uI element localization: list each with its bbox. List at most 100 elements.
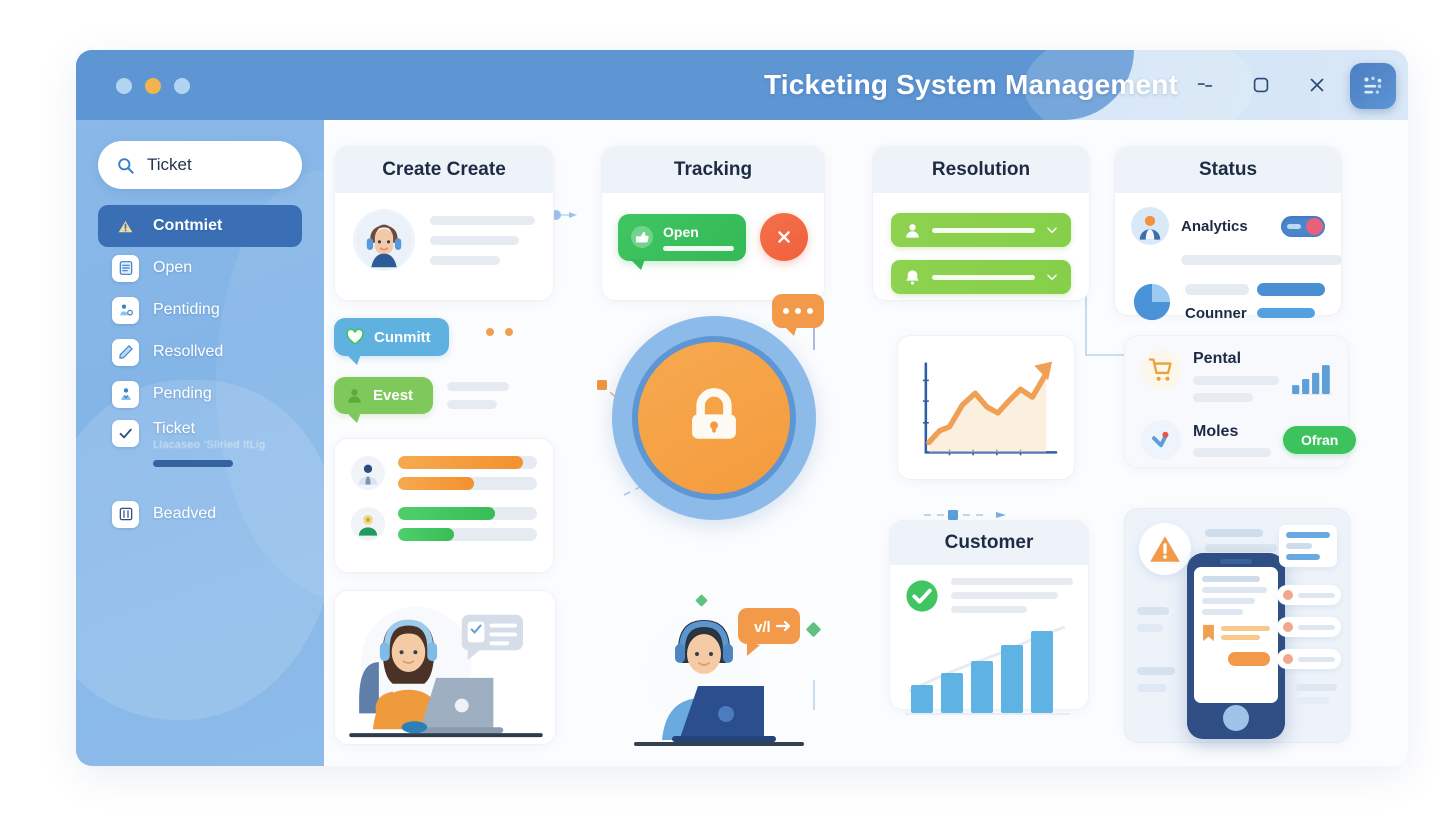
progress-row-green (351, 507, 537, 541)
search-input[interactable]: Ticket (98, 141, 302, 189)
person-gear-icon (112, 296, 139, 324)
chevron-down-icon (1047, 227, 1057, 234)
x-circle-icon[interactable] (760, 213, 808, 261)
skeleton-lines (430, 215, 535, 265)
minimize-button[interactable] (1192, 72, 1218, 98)
status-label: Counner (1185, 304, 1247, 322)
skeleton-lines (1137, 607, 1169, 632)
card-create[interactable]: Create Create (334, 146, 554, 301)
card-body: Pental (1125, 336, 1357, 474)
card-body (335, 439, 553, 558)
list-item[interactable] (1277, 617, 1341, 637)
bell-icon (906, 269, 919, 285)
person-gold-icon (351, 507, 385, 541)
card-header: Status (1115, 147, 1341, 193)
card-resolution[interactable]: Resolution (872, 146, 1090, 301)
customer-bar-chart (905, 625, 1070, 715)
card-header: Tracking (602, 147, 824, 193)
ofran-badge[interactable]: Ofran (1283, 426, 1357, 454)
card-progress[interactable] (334, 438, 554, 573)
maximize-button[interactable] (1248, 72, 1274, 98)
hub-chat-bubble[interactable] (772, 294, 824, 336)
smartphone-mockup[interactable] (1187, 553, 1285, 739)
titlebar-left (76, 50, 324, 120)
moles-label: Moles (1193, 423, 1239, 440)
male-agent-headset-laptop: v/l (634, 594, 804, 746)
pental-bar-chart (1291, 365, 1332, 395)
bubble-label: Cunmitt (374, 328, 431, 346)
progress-bar (398, 477, 537, 490)
pie-chart-icon (1133, 283, 1171, 321)
chat-bubble-cunmitt[interactable]: Cunmitt (334, 318, 449, 365)
bubble-label: Evest (373, 387, 414, 404)
close-button[interactable] (1304, 72, 1330, 98)
status-label: Analytics (1181, 217, 1248, 235)
sidebar-item-label: Contmiet (153, 217, 223, 234)
card-status[interactable]: Status Analytics (1114, 146, 1343, 322)
panel-icon (112, 500, 139, 528)
thumbs-up-icon (631, 226, 653, 248)
card-pental[interactable]: Pental (1124, 335, 1357, 468)
card-title: Create Create (382, 159, 506, 180)
app-window: Ticket Contmiet Open Pentiding (76, 50, 1408, 766)
sidebar-item-label: Pentiding (153, 301, 220, 318)
alert-triangle-icon (112, 213, 139, 240)
person-icon (906, 223, 919, 238)
sidebar-item-resollved[interactable]: Resollved (98, 331, 302, 373)
status-row-counner[interactable]: Counner (1131, 281, 1325, 323)
list-item[interactable] (1277, 649, 1341, 669)
sidebar-item-label: Beadved (153, 505, 217, 522)
sidebar-item-label: Open (153, 259, 193, 276)
headset-avatar-icon (353, 209, 415, 271)
status-row-analytics[interactable]: Analytics (1131, 207, 1325, 245)
app-grid-icon[interactable] (1350, 63, 1396, 109)
card-trend-chart[interactable] (897, 335, 1075, 480)
progress-bar (398, 456, 537, 469)
maximize-dot[interactable] (145, 78, 161, 94)
card-customer[interactable]: Customer (889, 520, 1089, 715)
dot-indicators (486, 328, 513, 336)
heart-icon (346, 328, 364, 346)
document-lines-icon (112, 254, 139, 282)
skeleton-lines (447, 382, 559, 409)
sidebar-item-pentiding[interactable]: Pentiding (98, 289, 302, 331)
sidebar-item-beadved[interactable]: Beadved (98, 493, 302, 535)
list-item[interactable] (1277, 585, 1341, 605)
resolution-row-bell[interactable] (891, 260, 1071, 294)
connector-node (597, 380, 607, 390)
person-icon (348, 389, 361, 403)
card-body: Analytics (1115, 193, 1343, 337)
bookmark-icon (1203, 624, 1214, 642)
card-tracking[interactable]: Tracking Open (601, 146, 825, 301)
sidebar-item-ticket[interactable]: Ticket Llacaseo ‘Sliried ltLig (98, 415, 302, 475)
person-blue-icon (351, 456, 385, 490)
card-agent-female[interactable] (334, 590, 556, 745)
card-title: Resolution (931, 159, 1031, 180)
central-hub[interactable] (612, 294, 824, 520)
location-pin-icon (1141, 420, 1181, 460)
panel-mobile[interactable] (1124, 508, 1350, 743)
minimize-dot[interactable] (116, 78, 132, 94)
sidebar-item-open[interactable]: Open (98, 247, 302, 289)
resolution-row-person[interactable] (891, 213, 1071, 247)
chat-bubble-evest[interactable]: Evest (334, 377, 434, 423)
sidebar-item-label: Pending (153, 385, 212, 402)
sidebar-item-sublabel: Llacaseo ‘Sliried ltLig (153, 439, 266, 451)
card-body (890, 565, 1088, 737)
sidebar-item-progress (153, 460, 233, 467)
list-item[interactable] (1279, 525, 1337, 567)
progress-bar (398, 528, 537, 541)
close-dot[interactable] (174, 78, 190, 94)
card-title: Tracking (673, 159, 753, 180)
female-agent-headset-laptop (349, 606, 543, 738)
connector-node (948, 510, 958, 520)
warning-triangle-icon (1139, 523, 1191, 575)
sidebar-item-pending[interactable]: Pending (98, 373, 302, 415)
sidebar-item-contmiet[interactable]: Contmiet (98, 205, 302, 247)
titlebar: Ticketing System Management (324, 50, 1408, 146)
sidebar: Ticket Contmiet Open Pentiding (76, 50, 324, 766)
person-badge-icon (112, 380, 139, 408)
person-avatar-icon (1131, 207, 1169, 245)
open-status-bubble[interactable]: Open (618, 213, 746, 270)
analytics-toggle[interactable] (1281, 215, 1325, 237)
